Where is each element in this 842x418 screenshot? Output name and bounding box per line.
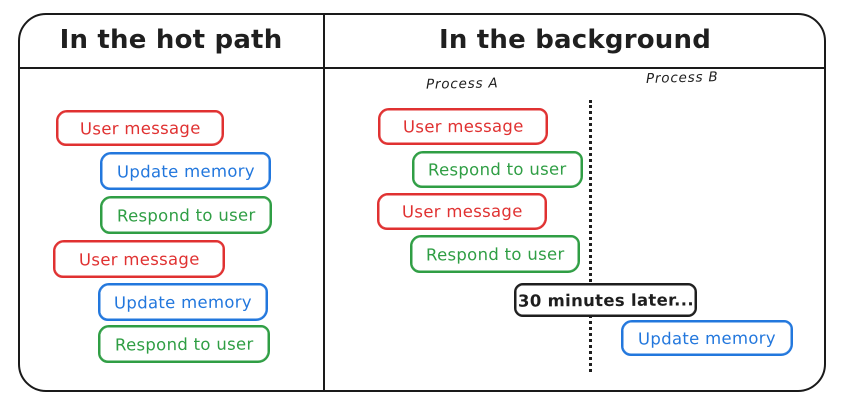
box-label: User message [78,249,200,269]
process-a-label: Process A [425,75,499,93]
box-label: Respond to user [116,205,256,225]
panel-divider-line [323,13,325,392]
process-b-update-memory-box: Update memory [621,320,793,356]
hot-path-update-memory-box-2: Update memory [98,283,268,321]
header-divider-line [18,67,826,69]
timer-label: 30 minutes later... [517,289,694,311]
hot-path-panel-title: In the hot path [59,25,283,55]
box-label: Update memory [114,292,252,312]
box-label: User message [401,201,523,222]
hot-path-user-message-box-2: User message [53,240,225,278]
background-panel-title: In the background [438,25,712,55]
process-a-user-message-box-1: User message [378,108,548,145]
box-label: Update memory [116,161,255,181]
process-a-user-message-box-2: User message [377,193,547,230]
hot-path-update-memory-box-1: Update memory [100,152,271,190]
box-label: User message [402,116,524,137]
box-label: Update memory [638,328,776,348]
box-label: Respond to user [425,244,565,264]
hot-path-respond-to-user-box-2: Respond to user [98,325,270,363]
timer-annotation-box: 30 minutes later... [514,283,697,317]
process-b-label: Process B [645,69,719,87]
box-label: Respond to user [114,334,254,354]
process-a-respond-to-user-box-2: Respond to user [410,235,580,273]
hot-path-user-message-box-1: User message [56,110,224,146]
hot-path-respond-to-user-box-1: Respond to user [100,196,272,234]
process-separator-dotted-line [589,100,592,372]
box-label: User message [79,118,201,138]
box-label: Respond to user [428,159,567,180]
process-a-respond-to-user-box-1: Respond to user [412,151,583,188]
